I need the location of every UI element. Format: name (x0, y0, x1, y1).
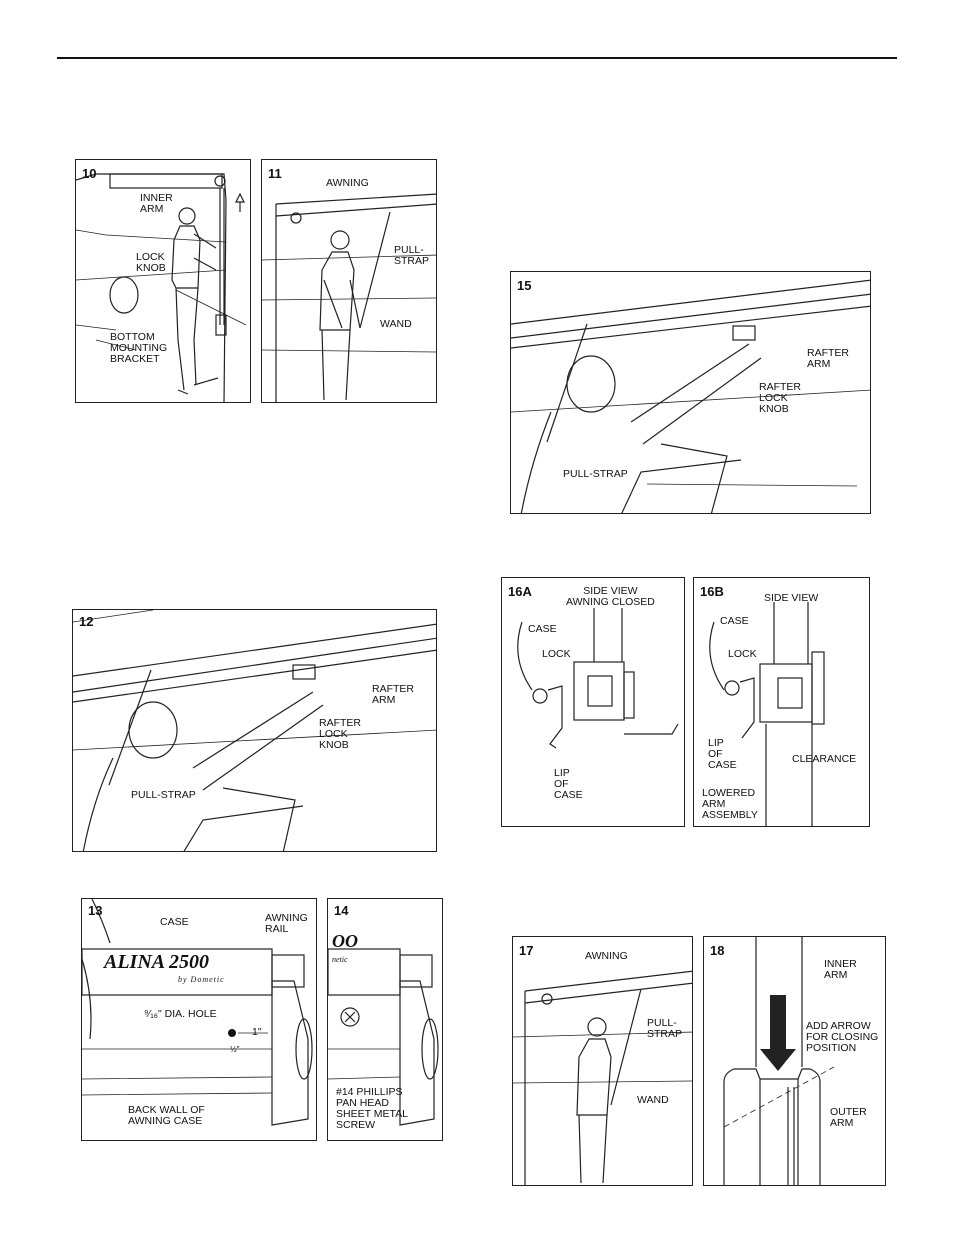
label-screw: #14 PHILLIPS PAN HEAD SHEET METAL SCREW (336, 1086, 408, 1131)
label-lock: LOCK (542, 648, 571, 660)
figure-number: 15 (517, 278, 532, 293)
brand-sub: netic (332, 955, 348, 964)
figure-12-illustration (73, 610, 436, 851)
figure-number: 14 (334, 903, 349, 918)
label-case: CASE (160, 916, 189, 928)
label-lip: LIP OF CASE (708, 737, 737, 771)
figure-number: 10 (82, 166, 97, 181)
figure-number: 16B (700, 584, 724, 599)
label-case: CASE (720, 615, 749, 627)
label-wand: WAND (637, 1094, 669, 1106)
figure-12: 12 RAFTER ARM RAFTER LOCK KNOB PULL-STRA… (72, 609, 437, 852)
label-pull-strap: PULL- STRAP (394, 244, 430, 267)
figure-16a: 16A SIDE VIEW AWNING CLOSED CASE LOCK LI… (501, 577, 685, 827)
label-awning: AWNING (585, 950, 628, 962)
figure-17-illustration (513, 970, 692, 1185)
label-half-inch: ½" (230, 1045, 240, 1054)
label-title: SIDE VIEW AWNING CLOSED (566, 585, 655, 608)
label-pull-strap: PULL-STRAP (131, 789, 196, 801)
label-awning: AWNING (326, 177, 369, 189)
figure-number: 12 (79, 614, 94, 629)
brand-sub: by Dometic (178, 975, 225, 984)
label-title: SIDE VIEW (764, 592, 819, 604)
label-lip: LIP OF CASE (554, 767, 583, 801)
figure-16b-illustration (709, 602, 825, 826)
label-lock: LOCK (728, 648, 757, 660)
label-pull-strap: PULL-STRAP (563, 468, 628, 480)
label-case: CASE (528, 623, 557, 635)
figure-15-illustration (511, 279, 870, 513)
figure-17: 17 AWNING PULL- STRAP WAND (512, 936, 693, 1186)
figure-number: 16A (508, 584, 532, 599)
figure-14-illustration (328, 948, 439, 1126)
label-lowered-arm: LOWERED ARM ASSEMBLY (702, 787, 758, 821)
label-inner-arm: INNER ARM (140, 192, 173, 215)
figure-number: 13 (88, 903, 103, 918)
figure-18-illustration (723, 937, 835, 1185)
brand-name: ALINA 2500 (104, 951, 210, 973)
label-wand: WAND (380, 318, 412, 330)
figure-14: 14 OO netic #14 PHILLIPS PAN HEAD SHEET … (327, 898, 443, 1141)
label-back-wall: BACK WALL OF AWNING CASE (128, 1104, 205, 1127)
label-rafter-lock-knob: RAFTER LOCK KNOB (319, 717, 361, 751)
figure-16b: 16B SIDE VIEW CASE LOCK LIP OF CASE CLEA… (693, 577, 870, 827)
figure-11-illustration (262, 193, 436, 402)
figure-number: 17 (519, 943, 534, 958)
header-rule (57, 57, 897, 59)
label-clearance: CLEARANCE (792, 753, 857, 765)
brand-name: OO (332, 931, 358, 951)
figure-11: 11 AWNING PULL- STRAP WAND (261, 159, 437, 403)
label-hole: ⁹⁄₁₆" DIA. HOLE (144, 1008, 217, 1020)
figure-10: 10 INNER ARM LOCK KNOB BOTTOM MOUNTING B… (75, 159, 251, 403)
figure-15: 15 RAFTER ARM RAFTER LOCK KNOB PULL-STRA… (510, 271, 871, 514)
label-rafter-lock-knob: RAFTER LOCK KNOB (759, 381, 801, 415)
label-rafter-arm: RAFTER ARM (807, 347, 849, 370)
label-awning-rail: AWNING RAIL (265, 912, 308, 935)
figure-10-illustration (76, 173, 247, 402)
figure-number: 18 (710, 943, 725, 958)
label-outer-arm: OUTER ARM (830, 1106, 867, 1129)
label-one-inch: 1" (252, 1026, 262, 1038)
label-inner-arm: INNER ARM (824, 958, 857, 981)
figure-18: 18 INNER ARM ADD ARROW FOR CLOSING POSIT… (703, 936, 886, 1186)
figure-13-illustration (82, 899, 313, 1126)
label-rafter-arm: RAFTER ARM (372, 683, 414, 706)
label-bottom-mounting-bracket: BOTTOM MOUNTING BRACKET (110, 331, 168, 365)
label-pull-strap: PULL- STRAP (647, 1017, 683, 1040)
label-add-arrow: ADD ARROW FOR CLOSING POSITION (806, 1020, 879, 1054)
figure-number: 11 (268, 166, 282, 181)
label-lock-knob: LOCK KNOB (136, 251, 166, 274)
figure-13: 13 CASE AWNING RAIL ALINA 2500 by Dometi… (81, 898, 317, 1141)
figure-16a-illustration (517, 608, 679, 749)
